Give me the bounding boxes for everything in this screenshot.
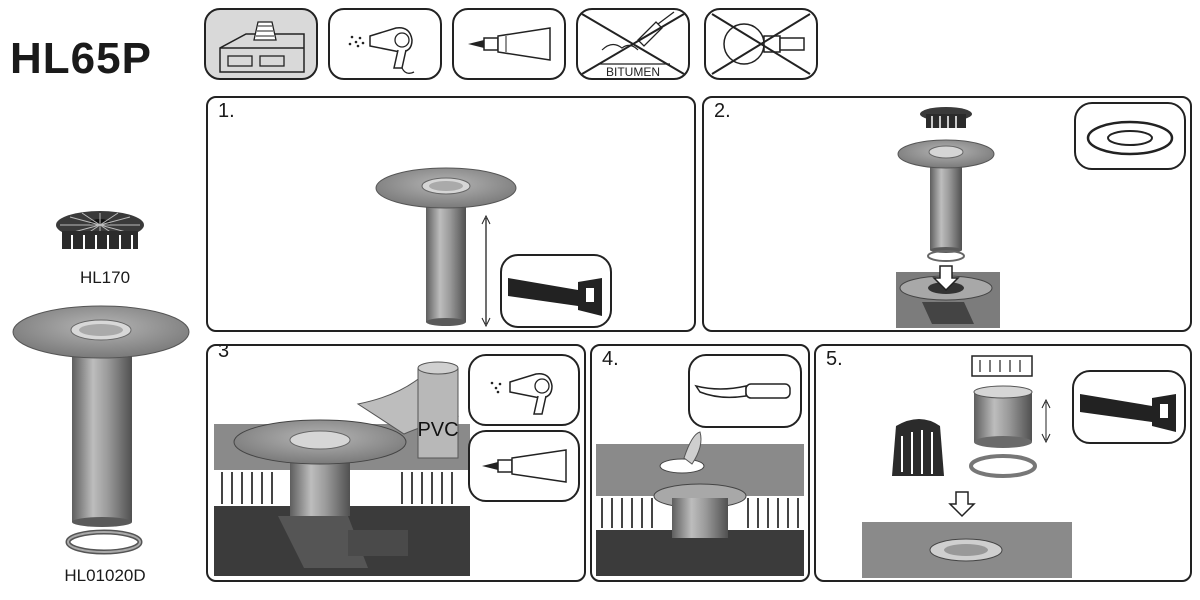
ring-detail-icon xyxy=(1074,102,1186,170)
bitumen-torch-icon: BITUMEN xyxy=(576,8,690,80)
saw-icon xyxy=(500,254,612,328)
drain-outlet-drawing xyxy=(8,302,194,527)
nail-gun-icon xyxy=(704,8,818,80)
step-5-panel: 5. xyxy=(814,344,1192,582)
step-1-number: 1. xyxy=(218,100,235,122)
step-2-number: 2. xyxy=(714,100,731,122)
step-3-panel: 3 PVC xyxy=(206,344,586,582)
step-3-number: 3 xyxy=(218,344,230,362)
step-4-panel: 4. xyxy=(590,344,810,582)
sealing-ring-icon xyxy=(64,528,144,556)
product-title: HL65P xyxy=(10,34,152,83)
down-arrow-icon xyxy=(932,265,960,292)
step-1-panel: 1. xyxy=(206,96,696,332)
bitumen-label: BITUMEN xyxy=(606,65,660,78)
roof-icon xyxy=(204,8,318,80)
saw-icon xyxy=(1072,370,1186,444)
knife-icon xyxy=(688,354,802,428)
hot-air-gun-icon xyxy=(328,8,442,80)
sealant-tube-icon xyxy=(468,430,580,502)
step-2-panel: 2. xyxy=(702,96,1192,332)
pvc-label: PVC xyxy=(417,419,458,441)
hot-air-gun-icon xyxy=(468,354,580,426)
step-4-number: 4. xyxy=(602,348,619,370)
ring-part-label: HL01020D xyxy=(64,566,146,585)
sealant-tube-icon xyxy=(452,8,566,80)
grate-part-label: HL170 xyxy=(79,268,131,287)
down-arrow-icon xyxy=(948,491,976,518)
grate-icon xyxy=(50,205,150,265)
step-5-number: 5. xyxy=(826,348,843,370)
